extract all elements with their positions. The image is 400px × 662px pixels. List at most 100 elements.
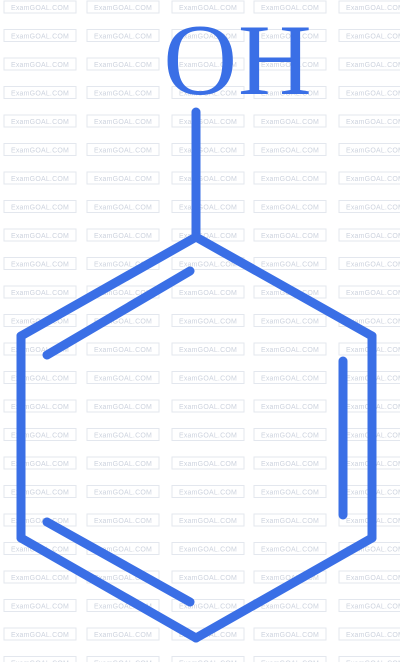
watermark-tile: ExamGOAL.COM bbox=[3, 200, 77, 213]
watermark-text: ExamGOAL.COM bbox=[179, 604, 237, 611]
benzene-ring bbox=[16, 107, 377, 643]
watermark-text: ExamGOAL.COM bbox=[11, 376, 69, 383]
watermark-text: ExamGOAL.COM bbox=[346, 34, 400, 41]
watermark-text: ExamGOAL.COM bbox=[179, 205, 237, 212]
watermark-tile: ExamGOAL.COM bbox=[253, 29, 327, 42]
watermark-text: ExamGOAL.COM bbox=[261, 319, 319, 326]
watermark-text: ExamGOAL.COM bbox=[11, 518, 69, 525]
watermark-tile: ExamGOAL.COM bbox=[253, 542, 327, 555]
watermark-tile: ExamGOAL.COM bbox=[86, 513, 160, 527]
watermark-text: ExamGOAL.COM bbox=[179, 347, 237, 354]
watermark-text: ExamGOAL.COM bbox=[11, 262, 69, 269]
watermark-text: ExamGOAL.COM bbox=[346, 632, 400, 639]
watermark-tile: ExamGOAL.COM bbox=[171, 29, 245, 42]
watermark-text: ExamGOAL.COM bbox=[179, 91, 237, 98]
ring-bond-top-right bbox=[191, 232, 377, 341]
watermark-tile: ExamGOAL.COM bbox=[3, 57, 77, 71]
watermark-text: ExamGOAL.COM bbox=[261, 176, 319, 183]
watermark-tile: ExamGOAL.COM bbox=[338, 200, 400, 213]
watermark-text: ExamGOAL.COM bbox=[11, 632, 69, 639]
ring-bond-bottom-left bbox=[16, 533, 201, 643]
watermark-tile: ExamGOAL.COM bbox=[338, 143, 400, 156]
watermark-tile: ExamGOAL.COM bbox=[171, 57, 245, 71]
watermark-tile: ExamGOAL.COM bbox=[171, 656, 245, 662]
watermark-text: ExamGOAL.COM bbox=[346, 290, 400, 297]
watermark-tile: ExamGOAL.COM bbox=[171, 485, 245, 498]
watermark-text: ExamGOAL.COM bbox=[261, 461, 319, 468]
watermark-text: ExamGOAL.COM bbox=[261, 5, 319, 12]
watermark-text: ExamGOAL.COM bbox=[94, 404, 152, 411]
watermark-tile: ExamGOAL.COM bbox=[171, 200, 245, 213]
watermark-text: ExamGOAL.COM bbox=[94, 290, 152, 297]
watermark-tile: ExamGOAL.COM bbox=[253, 485, 327, 498]
watermark-tile: ExamGOAL.COM bbox=[171, 456, 245, 470]
watermark-tile: ExamGOAL.COM bbox=[171, 570, 245, 584]
watermark-text: ExamGOAL.COM bbox=[346, 91, 400, 98]
watermark-tile: ExamGOAL.COM bbox=[171, 0, 245, 14]
watermark-text: ExamGOAL.COM bbox=[94, 233, 152, 240]
watermark-text: ExamGOAL.COM bbox=[261, 404, 319, 411]
watermark-tile: ExamGOAL.COM bbox=[3, 456, 77, 470]
watermark-tile: ExamGOAL.COM bbox=[338, 599, 400, 612]
watermark-text: ExamGOAL.COM bbox=[179, 547, 237, 554]
watermark-text: ExamGOAL.COM bbox=[179, 518, 237, 525]
watermark-text: ExamGOAL.COM bbox=[179, 433, 237, 440]
watermark-text: ExamGOAL.COM bbox=[179, 233, 237, 240]
watermark-text: ExamGOAL.COM bbox=[11, 205, 69, 212]
watermark-tile: ExamGOAL.COM bbox=[253, 371, 327, 384]
ring-bond-bottom-right bbox=[191, 533, 377, 643]
watermark-text: ExamGOAL.COM bbox=[346, 547, 400, 554]
watermark-tile: ExamGOAL.COM bbox=[253, 456, 327, 470]
watermark-tile: ExamGOAL.COM bbox=[338, 228, 400, 242]
watermark-tile: ExamGOAL.COM bbox=[86, 200, 160, 213]
watermark-text: ExamGOAL.COM bbox=[179, 5, 237, 12]
watermark-text: ExamGOAL.COM bbox=[346, 205, 400, 212]
watermark-tile: ExamGOAL.COM bbox=[338, 171, 400, 185]
watermark-text: ExamGOAL.COM bbox=[261, 604, 319, 611]
watermark-text: ExamGOAL.COM bbox=[94, 547, 152, 554]
watermark-tile: ExamGOAL.COM bbox=[253, 57, 327, 71]
watermark-tile: ExamGOAL.COM bbox=[3, 570, 77, 584]
watermark-text: ExamGOAL.COM bbox=[11, 404, 69, 411]
watermark-tile: ExamGOAL.COM bbox=[253, 342, 327, 356]
watermark-text: ExamGOAL.COM bbox=[11, 176, 69, 183]
watermark-tile: ExamGOAL.COM bbox=[171, 513, 245, 527]
watermark-tile: ExamGOAL.COM bbox=[3, 86, 77, 99]
watermark-text: ExamGOAL.COM bbox=[11, 490, 69, 497]
watermark-tile: ExamGOAL.COM bbox=[253, 399, 327, 413]
watermark-tile: ExamGOAL.COM bbox=[3, 0, 77, 14]
watermark-text: ExamGOAL.COM bbox=[94, 262, 152, 269]
watermark-text: ExamGOAL.COM bbox=[11, 347, 69, 354]
watermark-tile: ExamGOAL.COM bbox=[171, 143, 245, 156]
watermark-tile: ExamGOAL.COM bbox=[3, 371, 77, 384]
watermark-tile: ExamGOAL.COM bbox=[3, 399, 77, 413]
watermark-text: ExamGOAL.COM bbox=[346, 233, 400, 240]
watermark-text: ExamGOAL.COM bbox=[179, 490, 237, 497]
watermark-tile: ExamGOAL.COM bbox=[171, 371, 245, 384]
watermark-tile: ExamGOAL.COM bbox=[86, 171, 160, 185]
watermark-tile: ExamGOAL.COM bbox=[171, 542, 245, 555]
watermark-tile: ExamGOAL.COM bbox=[171, 399, 245, 413]
watermark-tile: ExamGOAL.COM bbox=[338, 570, 400, 584]
watermark-text: ExamGOAL.COM bbox=[94, 319, 152, 326]
watermark-tile: ExamGOAL.COM bbox=[3, 228, 77, 242]
watermark-tile: ExamGOAL.COM bbox=[3, 342, 77, 356]
watermark-text: ExamGOAL.COM bbox=[11, 233, 69, 240]
watermark-tile: ExamGOAL.COM bbox=[171, 428, 245, 441]
watermark-tile: ExamGOAL.COM bbox=[86, 257, 160, 270]
watermark-text: ExamGOAL.COM bbox=[94, 604, 152, 611]
watermark-text: ExamGOAL.COM bbox=[179, 376, 237, 383]
watermark-text: ExamGOAL.COM bbox=[179, 319, 237, 326]
watermark-text: ExamGOAL.COM bbox=[346, 5, 400, 12]
watermark-tile: ExamGOAL.COM bbox=[338, 86, 400, 99]
watermark-tile: ExamGOAL.COM bbox=[3, 29, 77, 42]
watermark-text: ExamGOAL.COM bbox=[261, 661, 319, 662]
watermark-tile: ExamGOAL.COM bbox=[3, 171, 77, 185]
watermark-text: ExamGOAL.COM bbox=[94, 62, 152, 69]
watermark-tile: ExamGOAL.COM bbox=[86, 428, 160, 441]
watermark-text: ExamGOAL.COM bbox=[261, 119, 319, 126]
watermark-text: ExamGOAL.COM bbox=[94, 347, 152, 354]
watermark-text: ExamGOAL.COM bbox=[261, 575, 319, 582]
watermark-text: ExamGOAL.COM bbox=[11, 91, 69, 98]
